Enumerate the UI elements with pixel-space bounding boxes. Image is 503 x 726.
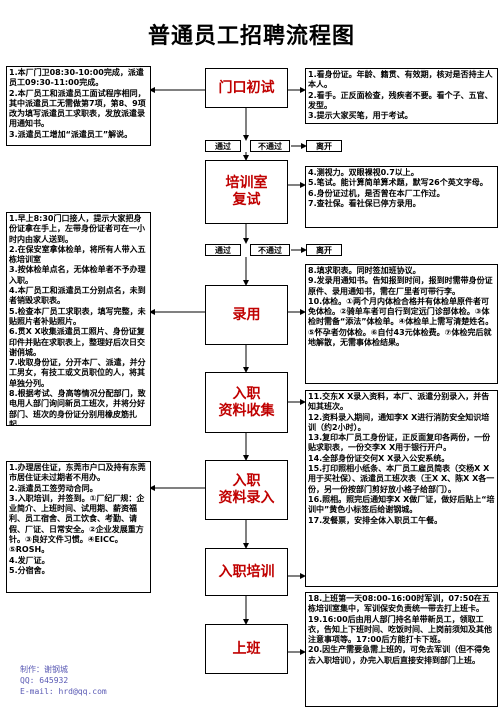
note-line: 4.发厂证。	[9, 555, 50, 565]
note-line: 7.收取身份证，分开本厂、派遣，并分工男女，有技工或文员职位的人，将其单独分列。	[9, 358, 146, 388]
note-line: 1.早上8:30门口接人，提示大家把身份证拿在手上，左带身份证者可在一小时内由家…	[9, 214, 145, 244]
author-credit: 制作：谢钢城 QQ: 645932 E-mail: hrd@qq.com	[20, 664, 107, 697]
note-line: 10.体检。①两个月内体检合格并有体检单原件者可免体检。②骑单车者可自行到定远门…	[308, 296, 494, 348]
page-title: 普通员工招聘流程图	[147, 24, 355, 49]
stage-onboarding-training: 入职培训	[205, 548, 288, 596]
decision-fail: 不通过	[250, 140, 290, 152]
right-note-first-day: 18.上班第一天08:00-16:00时军训，07:50在五栋培训室集中，军训保…	[305, 592, 498, 707]
note-line: 3.入职培训，并签到。①厂纪厂规：企业简介、上班时间、试用期、薪资福利、员工宿舍…	[9, 493, 145, 555]
right-note-second-checks: 4.测视力。双眼裸视0.7以上。 5.笔试。能计算简单算术题，默写26个英文字母…	[305, 166, 498, 228]
note-line: 2.看手。正反面检查，残疾者不要。看个子、五官、发型。	[308, 90, 493, 110]
note-line: 6.贯X X收集派遣员工照片、身份证复印件并贴在求职表上，整理好后次日交谢俏城。	[9, 327, 145, 357]
note-line: 4.测视力。双眼裸视0.7以上。	[308, 168, 419, 177]
stage-initial-interview: 门口初试	[205, 68, 288, 108]
note-line: 19.16:00后由用人部门持名单带新员工，领取工衣，告知上下班时间、吃饭时间、…	[308, 614, 492, 645]
left-note-hiring: 1.早上8:30门口接人，提示大家把身份证拿在手上，左带身份证者可在一小时内由家…	[6, 212, 151, 426]
note-line: 20.因生产需要急需上班的，可免去军训（但不得免去入职培训），办完入职后直接安排…	[308, 645, 491, 665]
credit-author: 制作：谢钢城	[20, 665, 68, 674]
right-note-initial-checks: 1.看身份证。年龄、籍贯、有效期，核对是否持主人本人。 2.看手。正反面检查，残…	[305, 68, 498, 124]
left-note-initial-interview: 1.本厂门卫08:30-10:00完成，派遣员工09:30-11:00完成。 2…	[6, 66, 151, 146]
note-line: 9.发录用通知书。告知报到时间，报到时需带身份证原件、录用通知书，需在厂里者可带…	[308, 276, 493, 296]
decision-pass: 通过	[205, 140, 241, 152]
note-line: 5.检查本厂员工求职表，填写完整，未贴照片者补贴照片。	[9, 306, 146, 326]
note-line: 1.本厂门卫08:30-10:00完成，派遣员工09:30-11:00完成。	[9, 68, 144, 88]
note-line: 6.身份证过机，是否曾在本厂工作过。	[308, 188, 445, 198]
note-line: 3.按体检单点名，无体检单者不予办理入职。	[9, 265, 146, 285]
decision-pass: 通过	[205, 244, 241, 256]
stage-second-interview: 培训室 复试	[205, 160, 288, 224]
right-note-data-entry: 11.交东X X录入资料，本厂、派遣分别录入，并告知其班次。 12.资料录入期间…	[305, 390, 498, 587]
decision-leave: 离开	[306, 244, 342, 256]
credit-email: E-mail: hrd@qq.com	[20, 687, 107, 696]
note-line: 16.照相。照完后通知李X X做厂证，做好后贴上“培训中”黄色小标签后给谢钢城。	[308, 494, 495, 515]
note-line: 12.资料录入期间，通知李X X进行消防安全知识培训（约2小时）。	[308, 412, 490, 432]
decision-fail: 不通过	[250, 244, 290, 256]
note-line: 3.派遣员工增加“派遣员工”解说。	[9, 129, 133, 139]
note-line: 2.派遣员工签劳动合同。	[9, 483, 98, 493]
left-note-onboarding: 1.办理居住证，东莞市户口及持有东莞市居住证未过期者不用办。 2.派遣员工签劳动…	[6, 461, 151, 593]
note-line: 4.本厂员工和派遣员工分别点名，未到者销毁求职表。	[9, 286, 146, 306]
right-note-hiring-steps: 8.填求职表。同时签加班协议。 9.发录用通知书。告知报到时间，报到时需带身份证…	[305, 264, 498, 384]
note-line: 17.发餐票，安排全体入职员工午餐。	[308, 515, 443, 525]
note-line: 2.在保安室拿体检单，将所有人带入五栋培训室	[9, 244, 146, 265]
note-line: 8.填求职表。同时签加班协议。	[308, 266, 421, 275]
note-line: 3.提示大家买笔，用于考试。	[308, 111, 413, 121]
note-line: 18.上班第一天08:00-16:00时军训，07:50在五栋培训室集中，军训保…	[308, 594, 490, 614]
stage-hired: 录用	[205, 285, 288, 345]
note-line: 7.查社保。看社保已停方录用。	[308, 198, 421, 208]
note-line: 8.根据考试、身高等情况分配部门，致电用人部门询问新员工班次，并将分好部门、班次…	[9, 389, 146, 426]
note-line: 5.笔试。能计算简单算术题，默写26个英文字母。	[308, 178, 488, 188]
note-line: 13.复印本厂员工身份证，正反面复印各两份，一份贴求职表，一份交李X X用于银行…	[308, 433, 491, 453]
note-line: 1.看身份证。年龄、籍贯、有效期，核对是否持主人本人。	[308, 70, 493, 90]
note-line: 11.交东X X录入资料，本厂、派遣分别录入，并告知其班次。	[308, 392, 490, 412]
note-line: 2.本厂员工和派遣员工面试程序相同，其中派遣员工无需做第7项，第8、9项改为填写…	[9, 88, 146, 129]
decision-leave: 离开	[306, 140, 342, 152]
note-line: 1.办理居住证，东莞市户口及持有东莞市居住证未过期者不用办。	[9, 463, 146, 483]
note-line: 14.全部身份证交何X X录入公安系统。	[308, 453, 450, 463]
note-line: 15.打印照相小纸条、本厂员工雇员简表（交杨X X用于买社保）、派遣员工班次表（…	[308, 464, 495, 494]
stage-start-work: 上班	[205, 624, 288, 674]
stage-document-collection: 入职 资料收集	[205, 372, 288, 433]
stage-data-entry: 入职 资料录入	[205, 460, 288, 520]
credit-qq: QQ: 645932	[20, 676, 69, 685]
note-line: 5.分宿舍。	[9, 565, 50, 575]
